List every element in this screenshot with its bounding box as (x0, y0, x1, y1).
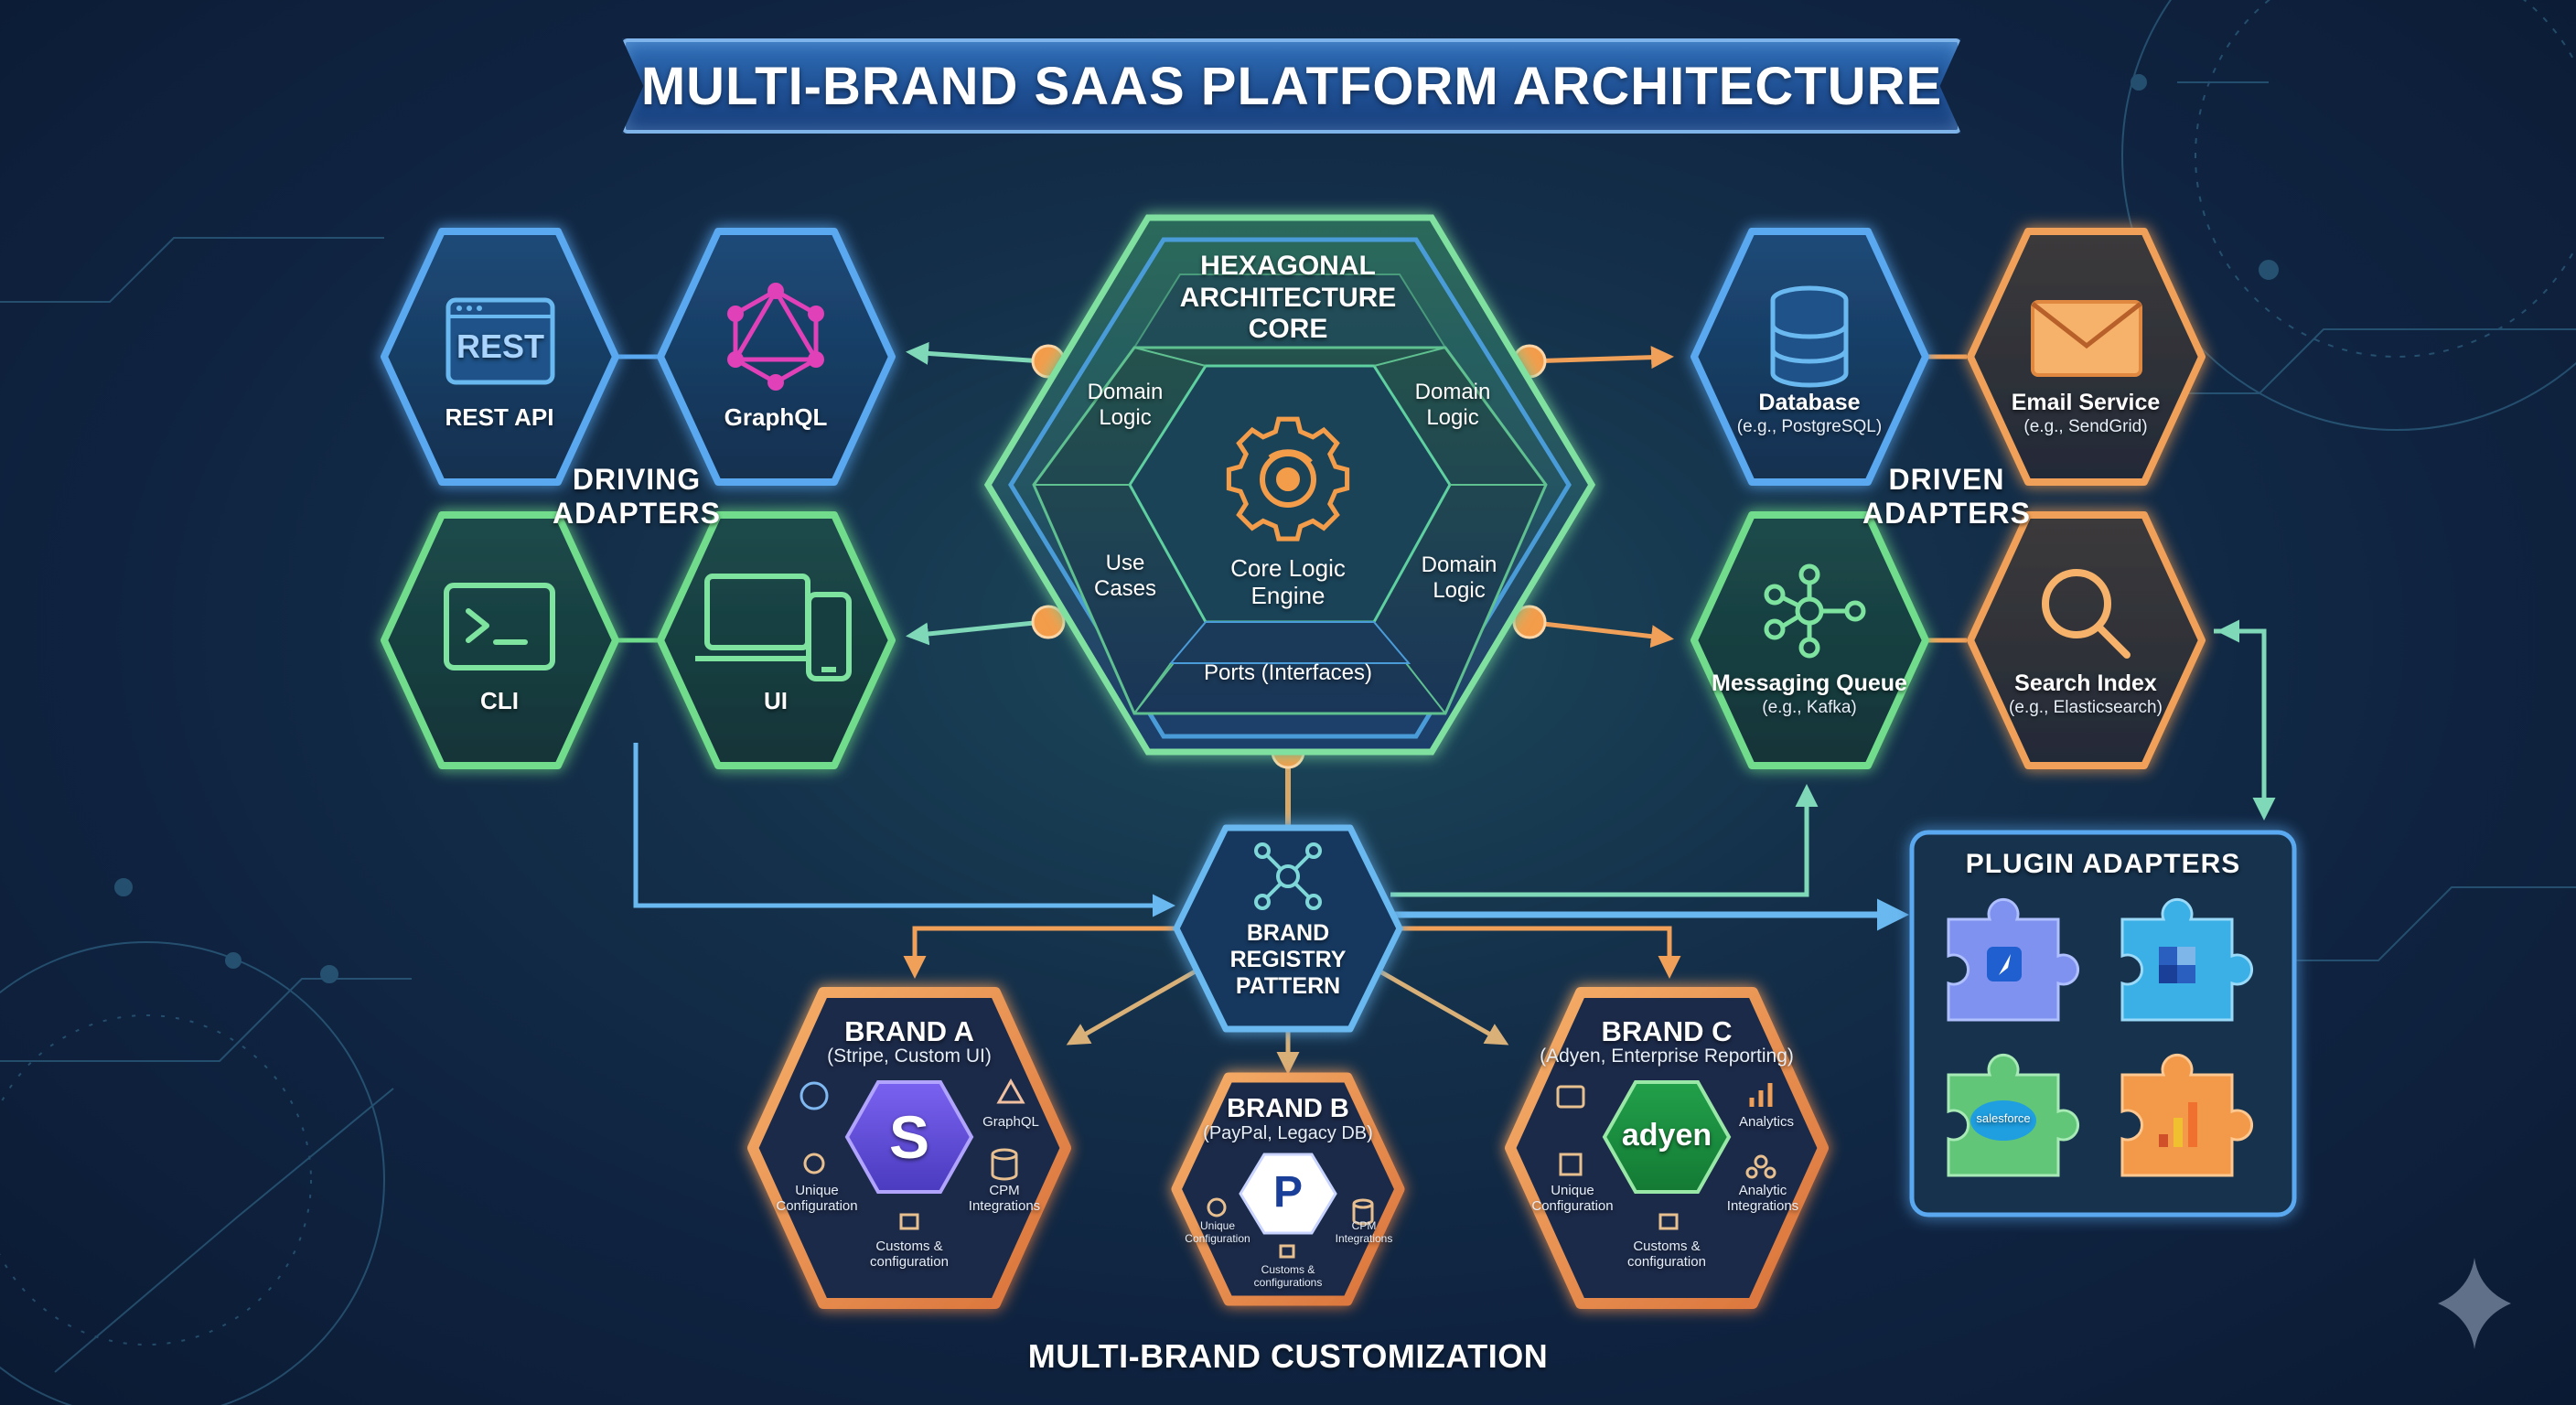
database-icon (1770, 285, 1849, 388)
database-label: Database (1758, 390, 1861, 415)
brand-registry-label: BRAND REGISTRY PATTERN (1229, 920, 1347, 999)
brand-a-feature-config: Unique Configuration (776, 1183, 858, 1215)
brand-a-feature-customs: Customs & configuration (870, 1239, 949, 1271)
brand-c-feature-analytics: Analytics (1738, 1114, 1795, 1130)
plugin-adapters-heading: PLUGIN ADAPTERS (1965, 849, 2241, 879)
core-domain-logic-top-right: Domain Logic (1414, 380, 1491, 430)
hex-search-index[interactable] (1967, 511, 2206, 769)
puzzle-cyan-icon[interactable] (2120, 898, 2253, 1022)
graphql-label: GraphQL (724, 403, 828, 431)
rest-window-icon (445, 297, 555, 385)
footer-caption: MULTI-BRAND CUSTOMIZATION (1027, 1337, 1549, 1375)
gear-icon (1226, 416, 1350, 542)
brand-b-feature-cpm: CPM Integrations (1335, 1219, 1393, 1245)
brand-c-feature-config: Unique Configuration (1531, 1183, 1614, 1215)
brand-c-name: BRAND C (1601, 1015, 1733, 1047)
brand-a-feature-icons (800, 1078, 1025, 1230)
brand-b-sub: (PayPal, Legacy DB) (1203, 1123, 1373, 1143)
core-ports: Ports (Interfaces) (1203, 660, 1373, 685)
ui-label: UI (764, 687, 788, 714)
brand-b-logo-letter: P (1272, 1168, 1303, 1217)
title-banner: MULTI-BRAND SAAS PLATFORM ARCHITECTURE (622, 38, 1961, 134)
brand-a-feature-cpm: CPM Integrations (968, 1183, 1041, 1215)
core-title: HEXAGONAL ARCHITECTURE CORE (1179, 251, 1397, 344)
brand-a-sub: (Stripe, Custom UI) (827, 1046, 992, 1067)
database-sub: (e.g., PostgreSQL) (1736, 417, 1883, 436)
search-index-label: Search Index (2014, 670, 2157, 696)
stripe-logo (844, 1080, 974, 1194)
brand-a-logo-letter: S (888, 1103, 930, 1171)
salesforce-badge: salesforce (1976, 1111, 2031, 1125)
page-title: MULTI-BRAND SAAS PLATFORM ARCHITECTURE (640, 56, 1943, 116)
brand-b-feature-customs: Customs & configurations (1253, 1263, 1323, 1289)
search-index-sub: (e.g., Elasticsearch) (2009, 698, 2163, 717)
driving-adapters-heading: DRIVING ADAPTERS (552, 463, 721, 530)
hex-brand-registry[interactable] (1173, 824, 1403, 1033)
email-service-sub: (e.g., SendGrid) (2023, 417, 2148, 436)
brand-c-feature-customs: Customs & configuration (1627, 1239, 1706, 1271)
graphql-icon (727, 283, 824, 391)
brand-c-sub: (Adyen, Enterprise Reporting) (1540, 1046, 1794, 1067)
puzzle-blue-icon[interactable] (1947, 898, 2079, 1022)
puzzle-green-icon[interactable] (1947, 1054, 2079, 1177)
brand-a-name: BRAND A (844, 1015, 974, 1047)
brand-b-feature-config: Unique Configuration (1185, 1219, 1250, 1245)
puzzle-orange-icon[interactable] (2120, 1054, 2253, 1177)
connectors (617, 341, 2276, 1075)
registry-network-icon (1254, 842, 1322, 910)
core-engine-label: Core Logic Engine (1230, 554, 1346, 609)
brand-a-feature-graphql: GraphQL (982, 1114, 1039, 1130)
brand-b-feature-icons (1207, 1197, 1374, 1259)
brand-b-name: BRAND B (1227, 1094, 1349, 1123)
network-hub-icon (1764, 563, 1866, 659)
magnifier-icon (2042, 569, 2131, 659)
brand-c-logo-text: adyen (1621, 1118, 1712, 1153)
paypal-logo (1239, 1153, 1337, 1235)
messaging-queue-sub: (e.g., Kafka) (1762, 698, 1857, 717)
brand-c-feature-analytic-integrations: Analytic Integrations (1726, 1183, 1799, 1215)
driven-adapters-heading: DRIVEN ADAPTERS (1862, 463, 2031, 530)
cli-label: CLI (480, 687, 519, 714)
core-domain-logic-top-left: Domain Logic (1087, 380, 1164, 430)
email-service-label: Email Service (2011, 390, 2161, 415)
messaging-queue-label: Messaging Queue (1712, 670, 1907, 696)
brand-c-feature-icons (1556, 1083, 1776, 1230)
adyen-logo (1602, 1080, 1732, 1194)
sparkle-icon (2438, 1258, 2511, 1349)
core-domain-logic-right: Domain Logic (1421, 552, 1497, 603)
hex-graphql[interactable] (657, 228, 896, 486)
hex-ui[interactable] (657, 511, 896, 769)
devices-icon (695, 574, 852, 681)
rest-api-label: REST API (445, 403, 554, 431)
core-use-cases: Use Cases (1093, 551, 1157, 601)
envelope-icon (2031, 300, 2142, 377)
rest-badge: REST (456, 327, 544, 365)
terminal-icon (444, 583, 555, 670)
